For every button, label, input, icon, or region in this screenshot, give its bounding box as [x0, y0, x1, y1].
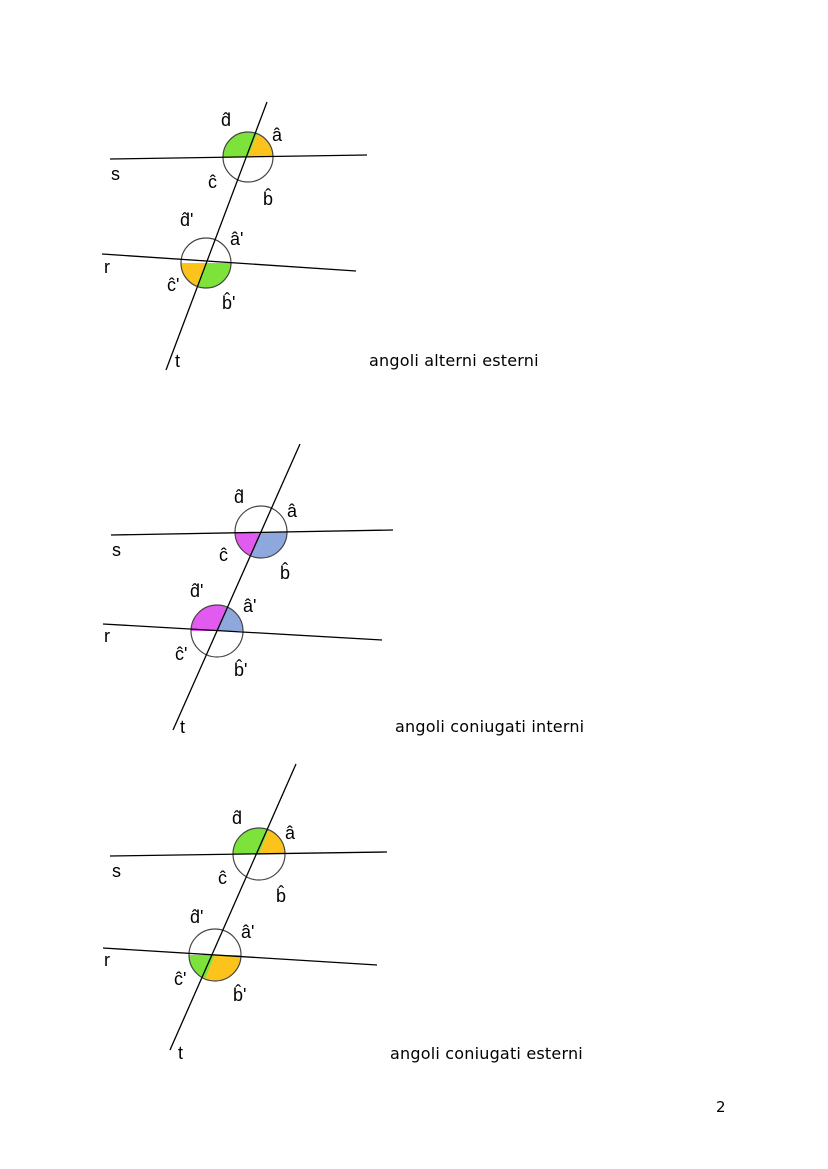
label-angle-a1: â' — [230, 229, 243, 249]
figure-3-diagram: s r t d̂ â ĉ b̂ d̂' â' ĉ' b̂' — [102, 763, 388, 1063]
label-angle-b: b̂ — [263, 188, 273, 209]
label-angle-c: ĉ — [218, 868, 227, 888]
label-r: r — [104, 257, 110, 277]
figure-2: s r t d̂ â ĉ b̂ d̂' â' ĉ' b̂' angoli con… — [0, 440, 828, 740]
label-angle-a: â — [287, 501, 298, 521]
line-r — [102, 623, 383, 641]
figure-2-diagram: s r t d̂ â ĉ b̂ d̂' â' ĉ' b̂' — [102, 443, 394, 737]
label-angle-a: â — [272, 125, 283, 145]
line-r — [102, 947, 378, 966]
label-angle-b1: b̂' — [233, 984, 246, 1005]
sector-upper-c — [235, 532, 261, 557]
label-t: t — [178, 1043, 183, 1063]
label-angle-c1: ĉ' — [175, 644, 187, 664]
figure-1-caption: angoli alterni esterni — [369, 351, 539, 370]
label-angle-d: d̂ — [221, 110, 231, 130]
figure-2-caption: angoli coniugati interni — [395, 717, 585, 736]
label-angle-d1: d̂' — [180, 210, 193, 230]
line-s — [109, 154, 368, 160]
line-s — [110, 529, 394, 536]
figure-3-caption: angoli coniugati esterni — [390, 1044, 583, 1063]
page-number: 2 — [716, 1098, 726, 1116]
sector-lower-a — [217, 606, 243, 631]
lower-angle-circle — [188, 928, 242, 982]
sector-upper-a — [259, 829, 285, 854]
label-s: s — [111, 164, 120, 184]
line-t — [165, 101, 268, 371]
label-r: r — [104, 950, 110, 970]
figure-1: s r t d̂ â ĉ b̂ d̂' â' ĉ' b̂' angoli alt… — [0, 95, 828, 395]
label-angle-c1: ĉ' — [167, 275, 179, 295]
label-t: t — [180, 717, 185, 737]
label-angle-c1: ĉ' — [174, 969, 186, 989]
label-angle-b: b̂ — [276, 885, 286, 906]
figure-1-diagram: s r t d̂ â ĉ b̂ d̂' â' ĉ' b̂' — [101, 101, 368, 371]
label-s: s — [112, 861, 121, 881]
line-t — [169, 763, 297, 1051]
label-angle-d1: d̂' — [190, 581, 203, 601]
label-angle-d: d̂ — [234, 487, 244, 507]
label-angle-c: ĉ — [219, 545, 228, 565]
lower-angle-circle — [190, 604, 244, 658]
sector-lower-c — [181, 263, 206, 287]
label-angle-b1: b̂' — [222, 292, 235, 313]
label-angle-b1: b̂' — [234, 659, 247, 680]
sector-upper-a — [248, 133, 273, 157]
label-angle-d: d̂ — [232, 808, 242, 828]
line-t — [172, 443, 301, 731]
label-angle-b: b̂ — [280, 562, 290, 583]
label-angle-c: ĉ — [208, 172, 217, 192]
figure-3: s r t d̂ â ĉ b̂ d̂' â' ĉ' b̂' angoli con… — [0, 760, 828, 1063]
label-angle-a1: â' — [243, 596, 256, 616]
label-angle-d1: d̂' — [190, 907, 203, 927]
line-r — [101, 253, 357, 272]
label-t: t — [175, 351, 180, 371]
label-angle-a: â — [285, 823, 296, 843]
label-s: s — [112, 540, 121, 560]
line-s — [109, 851, 388, 857]
label-r: r — [104, 626, 110, 646]
label-angle-a1: â' — [241, 922, 254, 942]
